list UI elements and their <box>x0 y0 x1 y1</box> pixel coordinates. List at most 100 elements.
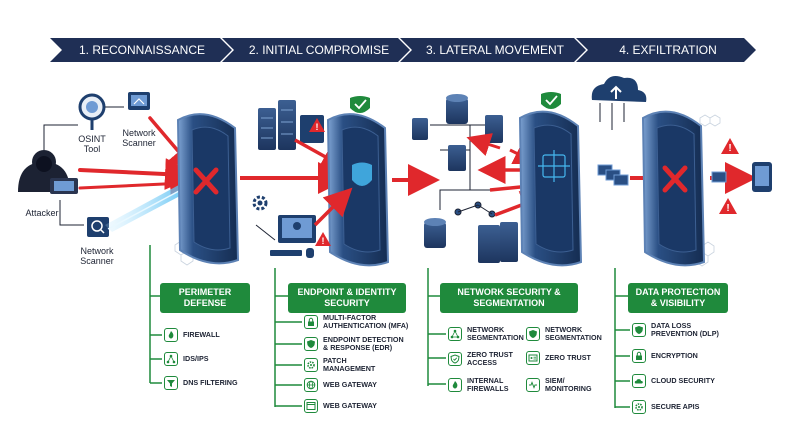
check-shield-icon <box>350 96 370 113</box>
defense-item: SECURE APIS <box>632 400 699 414</box>
shield-icon <box>632 323 646 337</box>
phase-3-chevron <box>400 38 586 62</box>
defense-item-label: SIEM/ MONITORING <box>545 376 592 393</box>
gear-icon <box>632 400 646 414</box>
defense-item-label: DNS FILTERING <box>183 378 238 387</box>
defense-item-label: IDS/IPS <box>183 354 209 363</box>
defense-item: MULTI-FACTOR AUTHENTICATION (MFA) <box>304 314 408 330</box>
defense-item: CLOUD SECURITY <box>632 374 715 388</box>
defense-item-label: ZERO TRUST <box>545 353 591 362</box>
block-x-icon <box>193 167 219 195</box>
defense-item: DATA LOSS PREVENTION (DLP) <box>632 322 719 338</box>
data-packets-icon <box>597 164 629 186</box>
cloud-icon <box>632 374 646 388</box>
defense-item-label: ZERO TRUST ACCESS <box>467 350 513 367</box>
defense-item-label: NETWORK SEGMENTATION <box>545 325 602 342</box>
globe-icon <box>304 378 318 392</box>
pulse-icon <box>526 378 540 392</box>
lock-icon <box>632 349 646 363</box>
shield-icon <box>448 352 462 366</box>
gear-icon <box>304 358 318 372</box>
defense-item: DNS FILTERING <box>164 376 238 390</box>
network-shield <box>518 110 583 267</box>
defense-item-label: ENCRYPTION <box>651 351 698 360</box>
perimeter-shield <box>176 113 240 265</box>
phase-1-chevron <box>50 38 232 62</box>
defense-item-label: FIREWALL <box>183 330 220 339</box>
block-x-icon <box>662 165 688 193</box>
lock-icon <box>304 315 318 329</box>
id-card-icon <box>526 351 540 365</box>
defense-item: SIEM/ MONITORING <box>526 377 592 393</box>
defense-item-label: CLOUD SECURITY <box>651 376 715 385</box>
gear-icon <box>252 195 268 211</box>
shield-icon <box>304 337 318 351</box>
network-scanner-bottom-label: Network Scanner <box>80 246 114 266</box>
defense-item: ENDPOINT DETECTION & RESPONSE (EDR) <box>304 336 404 352</box>
defense-item: ENCRYPTION <box>632 349 698 363</box>
phase-3-label: 3. LATERAL MOVEMENT <box>425 43 565 57</box>
defense-item-label: ENDPOINT DETECTION & RESPONSE (EDR) <box>323 335 404 352</box>
defense-item-label: SECURE APIS <box>651 402 700 411</box>
defense-item: NETWORK SEGMENTATION <box>526 326 602 342</box>
svg-text:!: ! <box>316 122 319 132</box>
defense-tree-lines <box>149 245 630 408</box>
data-protection-title: DATA PROTECTION & VISIBILITY <box>628 283 728 313</box>
phase-2-chevron <box>222 38 410 62</box>
warning-icon <box>309 118 325 132</box>
defense-item-label: WEB GATEWAY <box>323 380 377 389</box>
external-device-icon <box>752 162 772 192</box>
svg-text:!: ! <box>322 236 325 246</box>
workstation-icon <box>270 215 316 258</box>
browser-icon <box>304 399 318 413</box>
svg-text:!: ! <box>728 143 731 154</box>
defense-item: IDS/IPS <box>164 352 209 366</box>
data-packet-icon <box>711 171 727 183</box>
phase-4-label: 4. EXFILTRATION <box>619 43 717 57</box>
defense-item-label: WEB GATEWAY <box>323 401 377 410</box>
data-shield <box>641 110 706 267</box>
network-scanner-top-label: Network Scanner <box>122 128 156 148</box>
defense-item-label: INTERNAL FIREWALLS <box>467 376 509 393</box>
filter-icon <box>164 376 178 390</box>
endpoint-shield <box>326 113 390 267</box>
network-icon <box>164 352 178 366</box>
svg-text:!: ! <box>726 203 729 214</box>
defense-item: FIREWALL <box>164 328 220 342</box>
defense-item: ZERO TRUST <box>526 351 591 365</box>
defense-item-label: MULTI-FACTOR AUTHENTICATION (MFA) <box>323 313 409 330</box>
phase-1-label: 1. RECONNAISSANCE <box>78 43 206 57</box>
network-icon <box>448 327 462 341</box>
warning-icon <box>719 198 737 214</box>
defense-item: WEB GATEWAY <box>304 378 377 392</box>
flame-icon <box>448 378 462 392</box>
defense-item: WEB GATEWAY <box>304 399 377 413</box>
phase-banner <box>50 38 756 62</box>
database-icon <box>424 94 468 248</box>
osint-label: OSINT Tool <box>78 134 106 154</box>
attacker-figure <box>18 150 78 194</box>
defense-item: INTERNAL FIREWALLS <box>448 377 509 393</box>
warning-icon <box>721 138 739 154</box>
perimeter-defense-title: PERIMETER DEFENSE <box>160 283 250 313</box>
defense-item-label: PATCH MANAGEMENT <box>323 356 376 373</box>
osint-tool-icon <box>78 93 106 130</box>
check-shield-icon <box>541 92 561 109</box>
attacker-label: Attacker <box>25 208 59 218</box>
flame-icon <box>164 328 178 342</box>
shield-icon <box>526 327 540 341</box>
network-scanner-top-icon <box>128 92 150 110</box>
defense-item-label: NETWORK SEGMENTATION <box>467 325 524 342</box>
network-segmentation-title: NETWORK SECURITY & SEGMENTATION <box>440 283 578 313</box>
endpoint-identity-title: ENDPOINT & IDENTITY SECURITY <box>288 283 406 313</box>
defense-item-label: DATA LOSS PREVENTION (DLP) <box>651 321 719 338</box>
cloud-upload-icon <box>591 76 647 130</box>
phase-2-label: 2. INITIAL COMPROMISE <box>248 43 390 57</box>
defense-item: NETWORK SEGMENTATION <box>448 326 524 342</box>
network-scanner-bottom-icon <box>87 217 109 237</box>
defense-item: PATCH MANAGEMENT <box>304 357 375 373</box>
phase-4-chevron <box>576 38 756 62</box>
defense-item: ZERO TRUST ACCESS <box>448 351 513 367</box>
warning-icon <box>315 232 331 246</box>
